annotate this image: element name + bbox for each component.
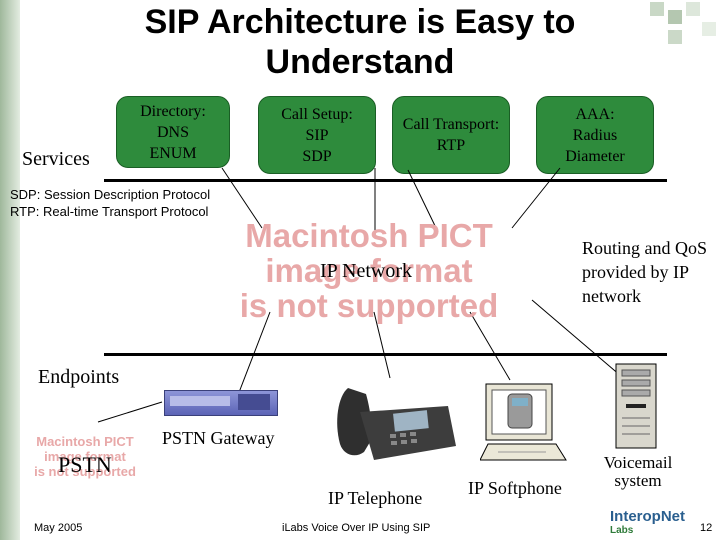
services-label: Services	[22, 148, 90, 170]
footer-date: May 2005	[34, 522, 83, 534]
rtp-definition: RTP: Real-time Transport Protocol	[10, 204, 209, 219]
sdp-definition: SDP: Session Description Protocol	[10, 187, 211, 202]
logo-text: InteropNet	[610, 508, 685, 525]
footer-title: iLabs Voice Over IP Using SIP	[282, 522, 431, 534]
pict-small-line-2: image format	[44, 449, 126, 464]
call-transport-box: Call Transport: RTP	[392, 96, 510, 174]
routing-note: Routing and QoS provided by IP network	[582, 238, 708, 306]
logo-subtext: Labs	[610, 525, 634, 536]
voicemail-label: Voicemail system	[603, 453, 673, 490]
pict-placeholder-large: Macintosh PICT image format is not suppo…	[164, 218, 574, 323]
interopnet-logo: InteropNet Labs	[608, 508, 694, 538]
ip-telephone-icon	[337, 388, 456, 460]
directory-box: Directory: DNS ENUM	[116, 96, 230, 168]
sidebar-gradient	[0, 0, 20, 540]
pict-placeholder-small: Macintosh PICT image format is not suppo…	[28, 434, 142, 479]
corner-decoration	[650, 2, 720, 52]
page-number: 12	[700, 522, 713, 534]
pstn-gateway-label: PSTN Gateway	[162, 428, 275, 448]
endpoints-label: Endpoints	[38, 366, 120, 388]
slide-title: SIP Architecture is Easy to Understand	[144, 3, 576, 81]
network-divider	[104, 353, 667, 356]
voicemail-server-icon	[615, 363, 657, 449]
pstn-label: PSTN	[58, 452, 112, 477]
pict-small-line-1: Macintosh PICT	[36, 434, 134, 449]
services-divider	[104, 179, 667, 182]
aaa-box: AAA: Radius Diameter	[536, 96, 654, 174]
call-setup-box: Call Setup: SIP SDP	[258, 96, 376, 174]
pstn-gateway-device	[164, 390, 278, 416]
pict-small-line-3: is not supported	[34, 464, 136, 479]
ip-softphone-icon	[480, 383, 567, 461]
pict-line-1: Macintosh PICT	[245, 217, 493, 254]
ip-softphone-label: IP Softphone	[468, 478, 562, 498]
ip-network-label: IP Network	[320, 260, 413, 282]
pict-line-3: is not supported	[239, 287, 499, 324]
pict-line-2: image format	[265, 252, 473, 289]
ip-telephone-label: IP Telephone	[328, 488, 423, 508]
